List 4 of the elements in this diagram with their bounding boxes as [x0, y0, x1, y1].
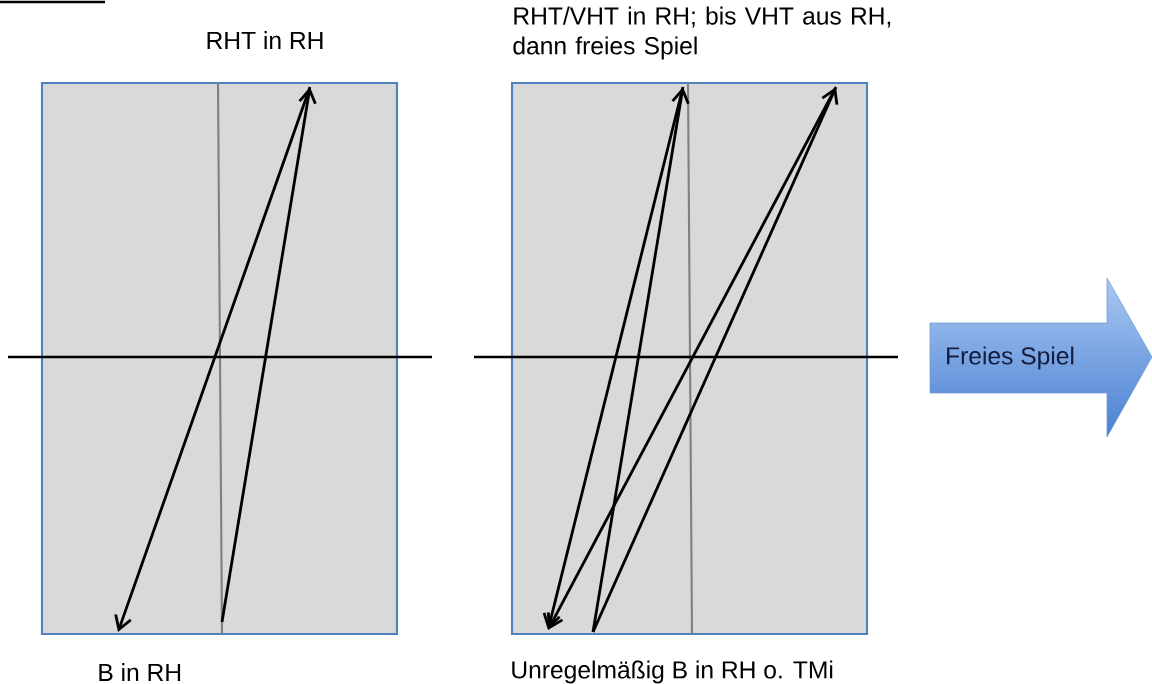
panel-label: Unregelmäßig B in RH o. TMi [512, 660, 833, 684]
panel-label: B in RH [99, 663, 181, 681]
heading: RHT/VHT in RH; bis VHT aus RH, dann freies Spiel [513, 6, 891, 60]
heading: RHT in RH [207, 31, 323, 49]
